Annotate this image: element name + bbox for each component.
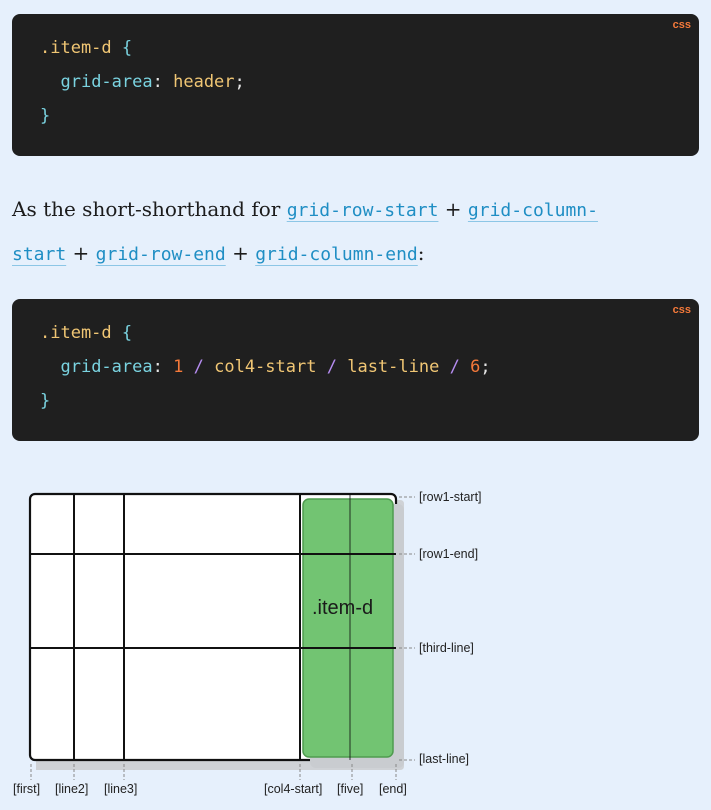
code-line-selector: .item-d {: [40, 323, 132, 343]
code-semicolon: ;: [234, 72, 245, 92]
code-semicolon: ;: [480, 357, 491, 377]
item-d-box: [302, 498, 394, 758]
code-selector: .item-d: [40, 323, 112, 343]
code-slash: /: [326, 357, 337, 377]
row-label-third-line: [third-line]: [419, 641, 474, 655]
column-label-end: [end]: [379, 782, 407, 796]
row-label-last-line: [last-line]: [419, 752, 470, 766]
column-label-line3: [line3]: [104, 782, 138, 796]
code-line-selector: .item-d {: [40, 38, 132, 58]
item-d-label: .item-d: [312, 597, 374, 619]
code-colon: :: [152, 72, 163, 92]
language-badge: css: [672, 19, 691, 31]
code-open-brace: {: [121, 323, 133, 343]
code-close-brace: }: [40, 391, 51, 411]
column-label-five: [five]: [337, 782, 364, 796]
column-label-leaders: [30, 764, 397, 780]
column-label-first: [first]: [13, 782, 41, 796]
link-grid-column-start[interactable]: grid-column-start: [12, 200, 598, 265]
code-property: grid-area: [60, 72, 153, 92]
code-close-brace: }: [40, 106, 51, 126]
row-label-leaders: [399, 496, 415, 761]
link-grid-column-end[interactable]: grid-column-end: [255, 244, 418, 265]
grid-diagram-drawing: [28, 492, 415, 780]
code-line-close: }: [40, 106, 50, 126]
code-property: grid-area: [60, 357, 153, 377]
code-value: header: [173, 72, 235, 92]
row-label-row1-end: [row1-end]: [419, 547, 479, 561]
code-value-column-start: col4-start: [214, 357, 317, 377]
code-line-declaration: grid-area: header;: [40, 72, 245, 92]
column-label-line2: [line2]: [55, 782, 89, 796]
plus-sign: +: [72, 241, 90, 265]
code-value-column-end: 6: [470, 357, 481, 377]
plus-sign: +: [444, 197, 462, 221]
link-grid-row-start[interactable]: grid-row-start: [286, 200, 439, 221]
code-value-row-start: 1: [173, 357, 184, 377]
code-open-brace: {: [121, 38, 133, 58]
code-block-grid-area-name: css .item-d { grid-area: header; }: [12, 14, 699, 156]
code-slash: /: [449, 357, 460, 377]
paragraph-shorthand: As the short-shorthand for grid-row-star…: [12, 188, 652, 276]
code-line-close: }: [40, 391, 50, 411]
code-colon: :: [152, 357, 163, 377]
code-slash: /: [193, 357, 204, 377]
code-block-grid-area-lines: css .item-d { grid-area: 1 / col4-start …: [12, 299, 699, 441]
row-label-row1-start: [row1-start]: [419, 490, 482, 504]
code-line-declaration: grid-area: 1 / col4-start / last-line / …: [40, 357, 491, 377]
grid-diagram: .item-d [row1-start] [row1-end] [third-l…: [0, 470, 711, 810]
paragraph-intro: As the short-shorthand for: [12, 197, 281, 221]
column-label-col4-start: [col4-start]: [264, 782, 323, 796]
code-value-row-end: last-line: [347, 357, 440, 377]
colon: :: [417, 241, 425, 265]
language-badge: css: [672, 304, 691, 316]
code-selector: .item-d: [40, 38, 112, 58]
link-grid-row-end[interactable]: grid-row-end: [95, 244, 226, 265]
plus-sign: +: [232, 241, 249, 265]
